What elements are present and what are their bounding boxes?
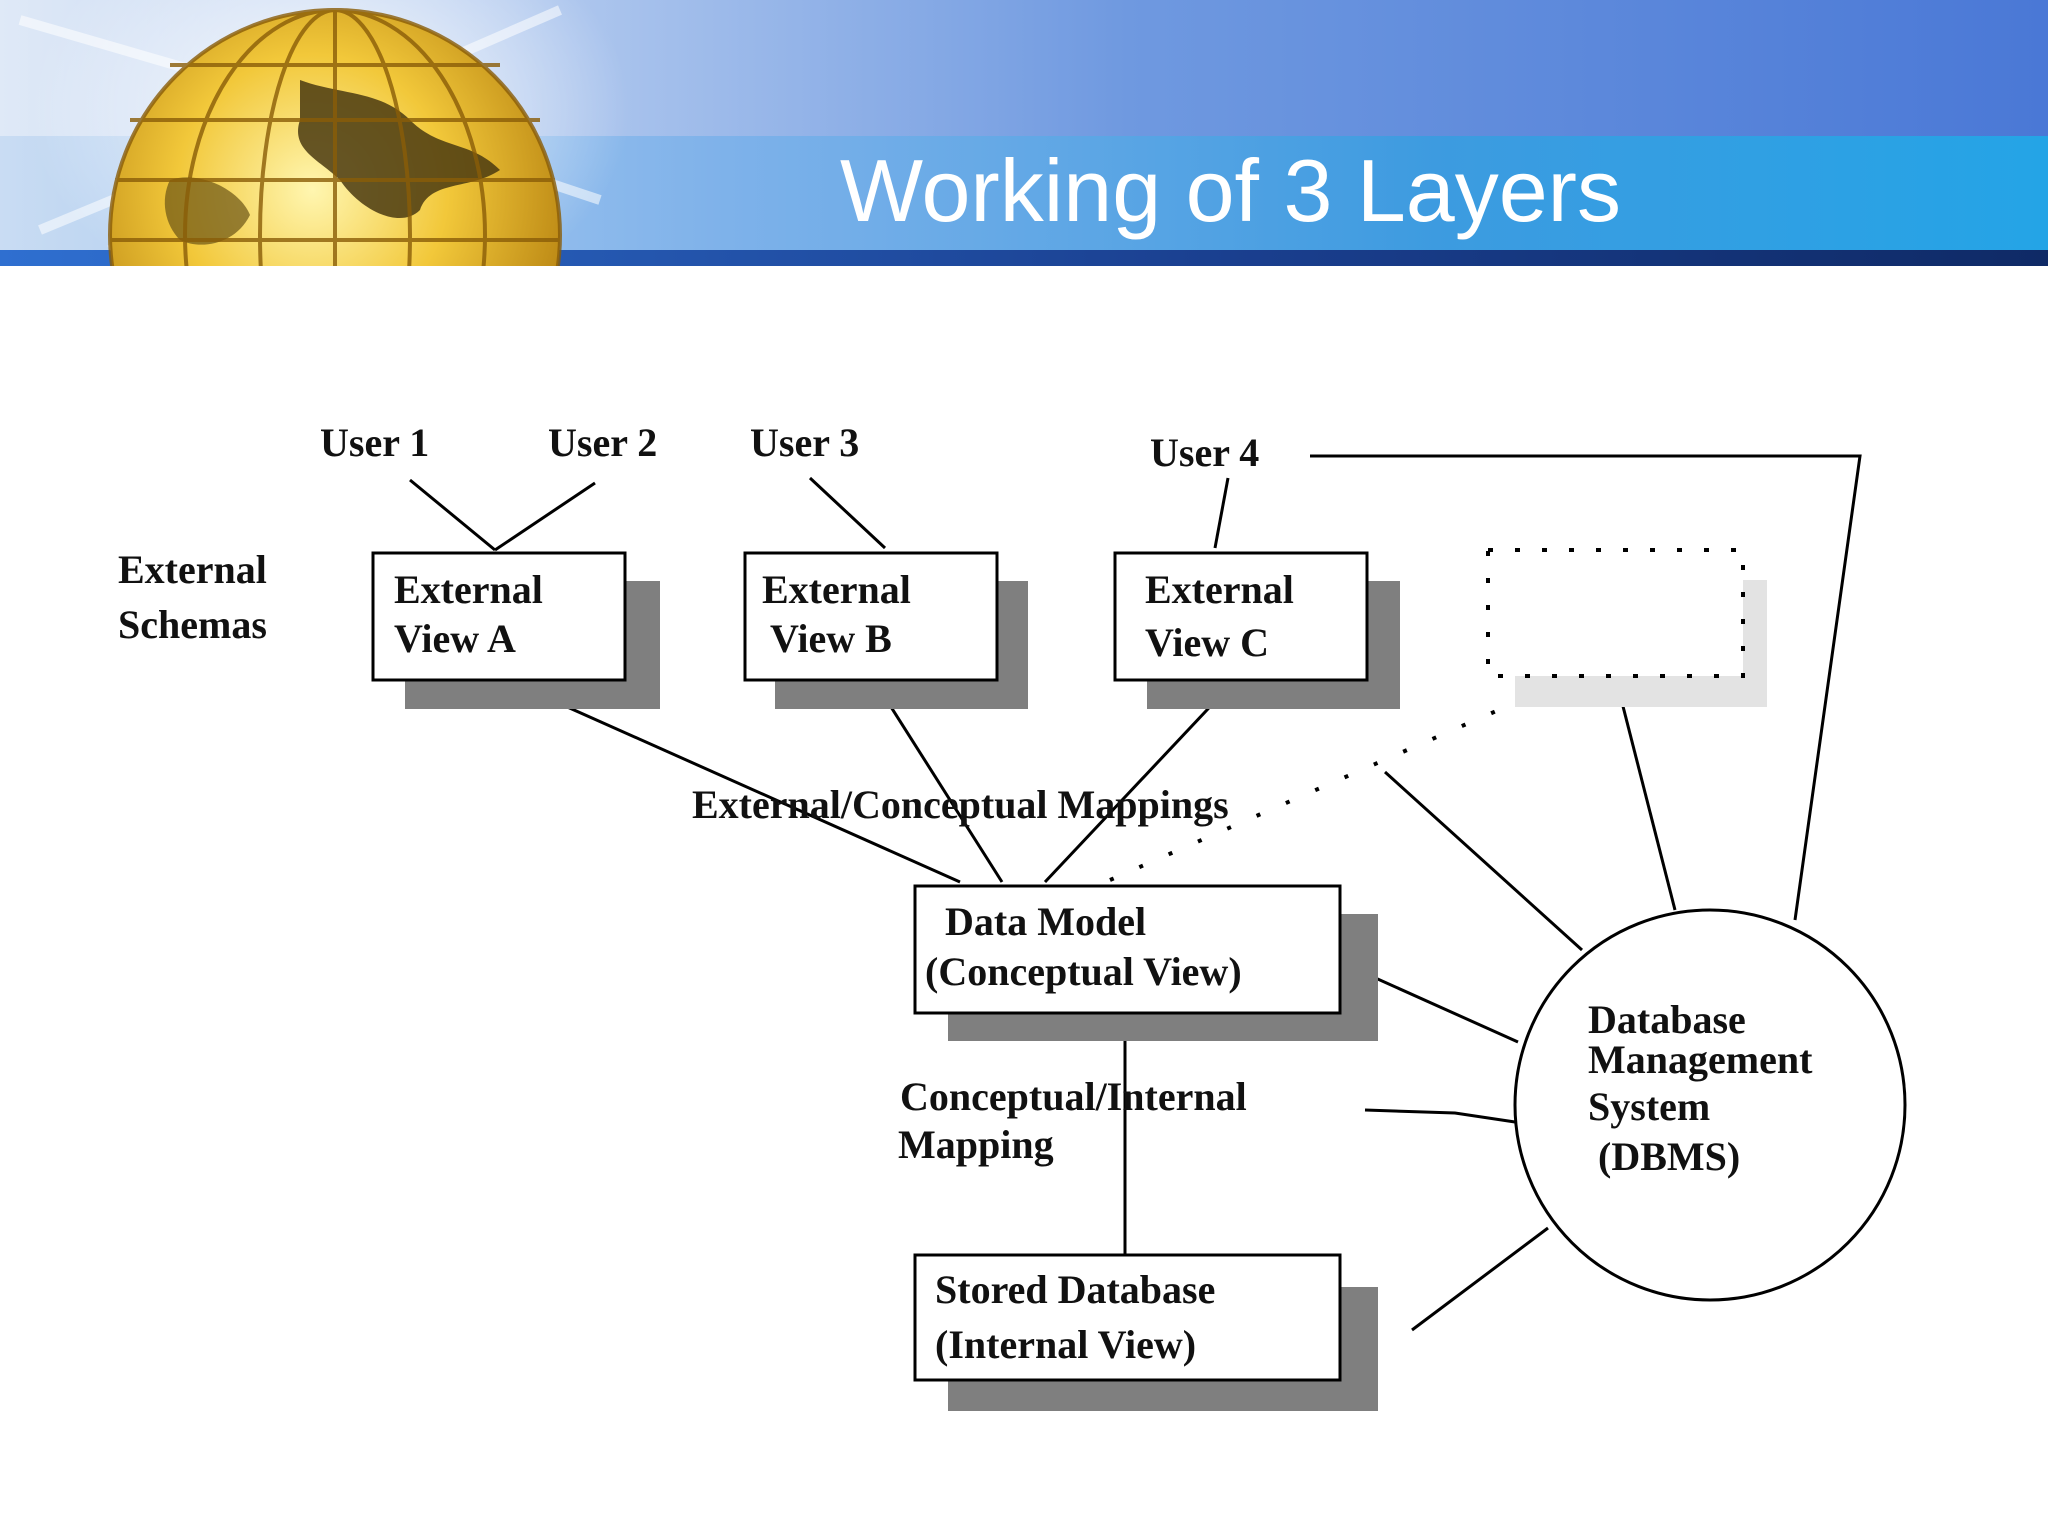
dbms-line4: (DBMS): [1598, 1134, 1740, 1179]
conceptual-line1: Data Model: [945, 899, 1146, 944]
slide-header: Working of 3 Layers: [0, 0, 2048, 268]
user4-to-view-c-line: [1213, 477, 1230, 549]
internal-line2: (Internal View): [935, 1322, 1196, 1367]
user-1-label: User 1: [320, 420, 429, 465]
external-view-a-box: External View A: [371, 551, 660, 709]
view-b-mapping-line: [870, 676, 1004, 883]
conceptual-internal-mapping-line2: Mapping: [898, 1122, 1054, 1167]
view-b-line2: View B: [770, 616, 892, 661]
dbms-line2: Management: [1588, 1037, 1813, 1082]
header-background: [0, 0, 2048, 268]
conceptual-line2: (Conceptual View): [925, 949, 1242, 994]
external-schemas-line2: Schemas: [118, 602, 267, 647]
user3-to-view-b-line: [808, 476, 887, 550]
user4-to-dbms-line: [1310, 454, 1862, 921]
user-2-label: User 2: [548, 420, 657, 465]
dbms-line1: Database: [1588, 997, 1746, 1042]
future-external-view-box: [1486, 548, 1767, 707]
external-conceptual-mappings-label: External/Conceptual Mappings: [692, 782, 1229, 827]
user-3-label: User 3: [750, 420, 859, 465]
globe-logo: [108, 8, 562, 268]
internal-line1: Stored Database: [935, 1267, 1215, 1312]
view-c-line1: External: [1145, 567, 1294, 612]
external-view-b-box: External View B: [743, 551, 1028, 709]
dbms-to-mapping-line: [1383, 770, 1584, 952]
dbms-to-new-view-line: [1613, 674, 1677, 911]
dbms-circle: Database Management System (DBMS): [1513, 908, 1907, 1302]
slide-title: Working of 3 Layers: [840, 141, 1621, 240]
internal-view-box: Stored Database (Internal View): [913, 1253, 1378, 1411]
view-c-line2: View C: [1145, 620, 1269, 665]
conceptual-internal-mapping-line1: Conceptual/Internal: [900, 1074, 1247, 1119]
user1-to-view-a-line: [409, 478, 496, 552]
view-a-line2: View A: [394, 616, 516, 661]
view-b-line1: External: [762, 567, 911, 612]
user-4-label: User 4: [1150, 430, 1259, 475]
dbms-line3: System: [1588, 1084, 1710, 1129]
user2-to-view-a-line: [494, 481, 596, 552]
view-a-line1: External: [394, 567, 543, 612]
conceptual-view-box: Data Model (Conceptual View): [913, 884, 1378, 1041]
dbms-to-internal-mapping-line: [1364, 1108, 1516, 1124]
view-a-mapping-line: [499, 675, 961, 884]
external-view-c-box: External View C: [1113, 551, 1400, 709]
view-c-mapping-line: [1043, 675, 1240, 884]
external-schemas-line1: External: [118, 547, 267, 592]
dbms-to-internal-line: [1411, 1226, 1549, 1332]
